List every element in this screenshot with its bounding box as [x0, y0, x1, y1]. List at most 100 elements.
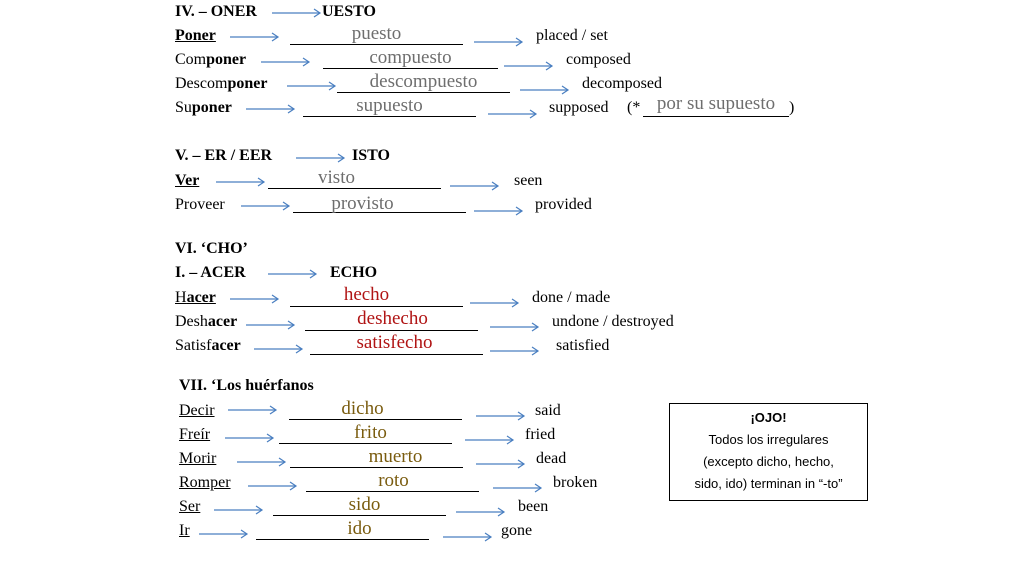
- answer-blank: [303, 98, 476, 117]
- meaning-satisfacer: satisfied: [556, 337, 610, 354]
- section-i-acer-target: ECHO: [330, 264, 378, 281]
- meaning-hacer: done / made: [532, 289, 611, 306]
- verb-suponer: Suponer: [175, 99, 232, 116]
- section-v-ending: – ER / EER: [192, 147, 273, 164]
- arrow-icon: [296, 153, 345, 163]
- arrow-icon: [199, 529, 248, 539]
- arrow-icon: [237, 457, 286, 467]
- arrow-icon: [254, 344, 303, 354]
- section-iv-header: IV. – ONER: [175, 3, 257, 21]
- meaning-poner: placed / set: [536, 27, 608, 44]
- arrow-icon: [248, 481, 297, 491]
- answer-satisfacer: satisfecho: [356, 332, 433, 353]
- meaning-freir: fried: [525, 426, 556, 443]
- note-blank: [643, 98, 789, 117]
- verb-deshacer: Deshacer: [175, 313, 238, 330]
- verb-proveer: Proveer: [175, 196, 225, 213]
- answer-ver: visto: [318, 167, 355, 188]
- answer-morir: muerto: [368, 446, 423, 467]
- arrow-icon: [490, 322, 539, 332]
- ojo-line-2: (excepto dicho, hecho,: [703, 454, 834, 469]
- ojo-line-3: sido, ido) terminan in “-to”: [694, 476, 843, 491]
- section-i-acer-header: I. – ACER: [175, 264, 246, 282]
- answer-blank: [290, 26, 463, 45]
- verb-satisfacer: Satisfacer: [175, 337, 241, 354]
- arrow-icon: [465, 435, 514, 445]
- answer-poner: puesto: [351, 23, 402, 44]
- ojo-line-1: Todos los irregulares: [708, 432, 829, 447]
- section-v-header: V. – ER / EER: [175, 147, 272, 165]
- arrow-icon: [488, 109, 537, 119]
- section-i-ending: – ACER: [189, 264, 246, 281]
- verb-ser: Ser: [179, 498, 201, 515]
- verb-morir: Morir: [179, 450, 217, 467]
- ojo-note-box: ¡OJO! Todos los irregulares (excepto dic…: [669, 403, 868, 501]
- section-i-roman: I.: [175, 264, 186, 281]
- arrow-icon: [225, 433, 274, 443]
- arrow-icon: [246, 320, 295, 330]
- answer-blank: [273, 497, 446, 516]
- arrow-icon: [450, 181, 499, 191]
- arrow-icon: [520, 85, 569, 95]
- meaning-ver: seen: [514, 172, 543, 189]
- verb-ir: Ir: [179, 522, 190, 539]
- meaning-ir: gone: [501, 522, 533, 539]
- section-vii-title: VII. ‘Los huérfanos: [179, 377, 314, 394]
- arrow-icon: [261, 57, 310, 67]
- answer-hacer: hecho: [343, 284, 390, 305]
- arrow-icon: [456, 507, 505, 517]
- note-suponer: por su supuesto: [656, 93, 776, 114]
- answer-blank: [293, 194, 466, 213]
- meaning-proveer: provided: [535, 196, 592, 213]
- answer-blank: [310, 336, 483, 355]
- answer-blank: [289, 401, 462, 420]
- answer-freir: frito: [354, 422, 387, 443]
- verb-poner: Poner: [175, 27, 216, 44]
- meaning-morir: dead: [536, 450, 567, 467]
- section-iv-target: UESTO: [322, 3, 376, 20]
- answer-blank: [323, 50, 498, 69]
- answer-blank: [290, 288, 463, 307]
- verb-ver: Ver: [175, 172, 200, 189]
- answer-descomponer: descompuesto: [369, 71, 478, 92]
- verb-hacer: Hacer: [175, 289, 216, 306]
- arrow-icon: [214, 505, 263, 515]
- answer-blank: [268, 170, 441, 189]
- verb-descomponer: Descomponer: [175, 75, 268, 92]
- arrow-icon: [230, 294, 279, 304]
- answer-blank: [256, 521, 429, 540]
- meaning-deshacer: undone / destroyed: [552, 313, 674, 330]
- ojo-title: ¡OJO!: [750, 410, 787, 425]
- answer-blank: [337, 74, 510, 93]
- verb-romper: Romper: [179, 474, 231, 491]
- section-v-target: ISTO: [352, 147, 390, 164]
- meaning-ser: been: [518, 498, 549, 515]
- answer-proveer: provisto: [331, 193, 394, 214]
- answer-deshacer: deshecho: [357, 308, 428, 329]
- section-v-roman: V.: [175, 147, 189, 164]
- verb-decir: Decir: [179, 402, 215, 419]
- meaning-decir: said: [535, 402, 561, 419]
- arrow-icon: [476, 411, 525, 421]
- answer-blank: [306, 473, 479, 492]
- meaning-descomponer: decomposed: [582, 75, 662, 92]
- arrow-icon: [230, 32, 279, 42]
- answer-ser: sido: [348, 494, 381, 515]
- verb-freir: Freír: [179, 426, 211, 443]
- arrow-icon: [443, 532, 492, 542]
- answer-romper: roto: [378, 470, 409, 491]
- answer-blank: [290, 449, 463, 468]
- answer-componer: compuesto: [369, 47, 452, 68]
- arrow-icon: [476, 459, 525, 469]
- arrow-icon: [246, 104, 295, 114]
- arrow-icon: [268, 269, 317, 279]
- answer-decir: dicho: [341, 398, 384, 419]
- meaning-suponer: supposed: [549, 99, 609, 116]
- arrow-icon: [474, 37, 523, 47]
- arrow-icon: [287, 81, 336, 91]
- note-open: (*: [627, 99, 641, 116]
- answer-suponer: supuesto: [356, 95, 423, 116]
- section-vi-title: VI. ‘CHO’: [175, 240, 248, 257]
- note-close: ): [789, 99, 795, 116]
- arrow-icon: [470, 298, 519, 308]
